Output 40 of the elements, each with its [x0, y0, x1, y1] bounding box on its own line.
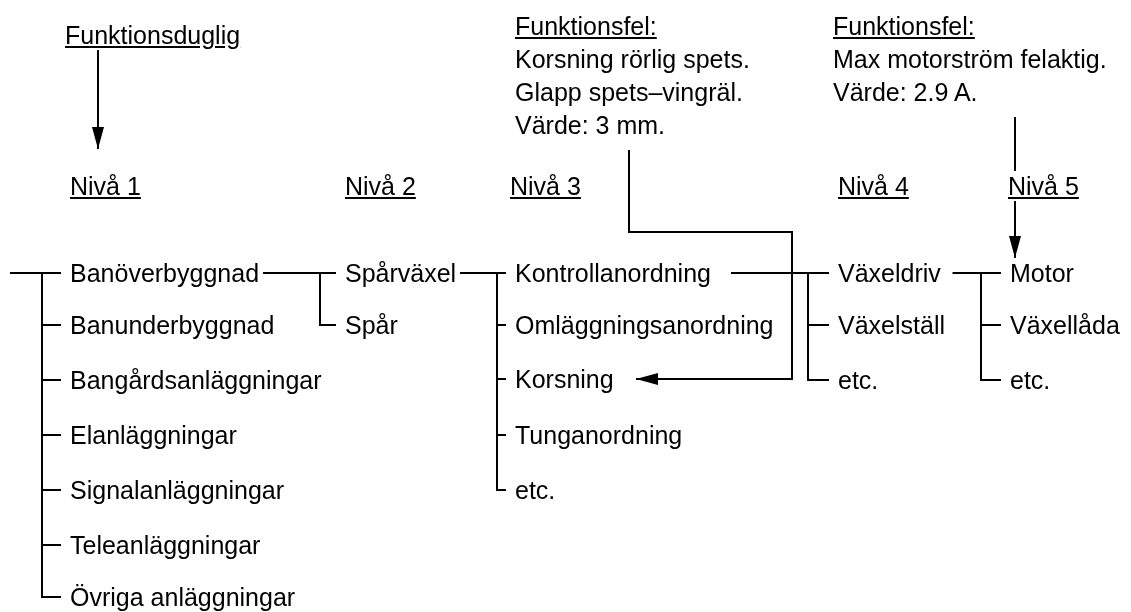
connector-line	[9, 272, 62, 598]
fault-description: Värde: 3 mm.	[515, 110, 667, 141]
level-heading: Nivå 2	[345, 171, 416, 201]
component-label: etc.	[829, 365, 879, 395]
fault-description: Glapp spets–vingräl.	[515, 77, 744, 108]
component-label: Tunganordning	[506, 420, 683, 450]
fault-description: Korsning rörlig spets.	[515, 44, 750, 75]
connector-line	[730, 272, 830, 381]
component-label: Elanläggningar	[61, 420, 237, 450]
component-label: Växeldriv	[829, 258, 941, 288]
component-label: etc.	[1001, 365, 1051, 395]
fault-description: Värde: 2.9 A.	[833, 77, 979, 108]
component-label: Korsning	[506, 364, 636, 394]
component-label: etc.	[506, 475, 556, 505]
component-label: Bangårdsanläggningar	[61, 365, 322, 395]
connector-line	[951, 272, 1002, 381]
level-heading: Nivå 5	[1008, 171, 1079, 201]
component-label: Växellåda	[1001, 310, 1120, 340]
component-label: Omläggningsanordning	[506, 310, 774, 340]
component-label: Växelställ	[829, 310, 945, 340]
connector-line	[459, 272, 507, 491]
fault-heading: Funktionsfel:	[833, 11, 976, 42]
fault-heading: Funktionsfel:	[515, 11, 658, 42]
component-label: Teleanläggningar	[61, 530, 261, 560]
arrow	[628, 149, 793, 385]
component-label: Banöverbyggnad	[61, 258, 260, 288]
component-label: Övriga anläggningar	[61, 582, 296, 612]
component-label: Kontrollanordning	[506, 258, 711, 288]
component-label: Spårväxel	[336, 258, 457, 288]
status-heading: Funktionsduglig	[65, 20, 241, 50]
component-label: Banunderbyggnad	[61, 310, 275, 340]
component-label: Spår	[336, 310, 398, 340]
level-heading: Nivå 1	[70, 149, 141, 201]
level-heading: Nivå 3	[510, 171, 581, 201]
component-label: Motor	[1001, 258, 1074, 288]
fault-description: Max motorström felaktig.	[833, 44, 1107, 75]
arrow	[92, 49, 104, 150]
component-label: Signalanläggningar	[61, 475, 285, 505]
connector-line	[262, 272, 337, 326]
level-heading: Nivå 4	[838, 171, 909, 201]
